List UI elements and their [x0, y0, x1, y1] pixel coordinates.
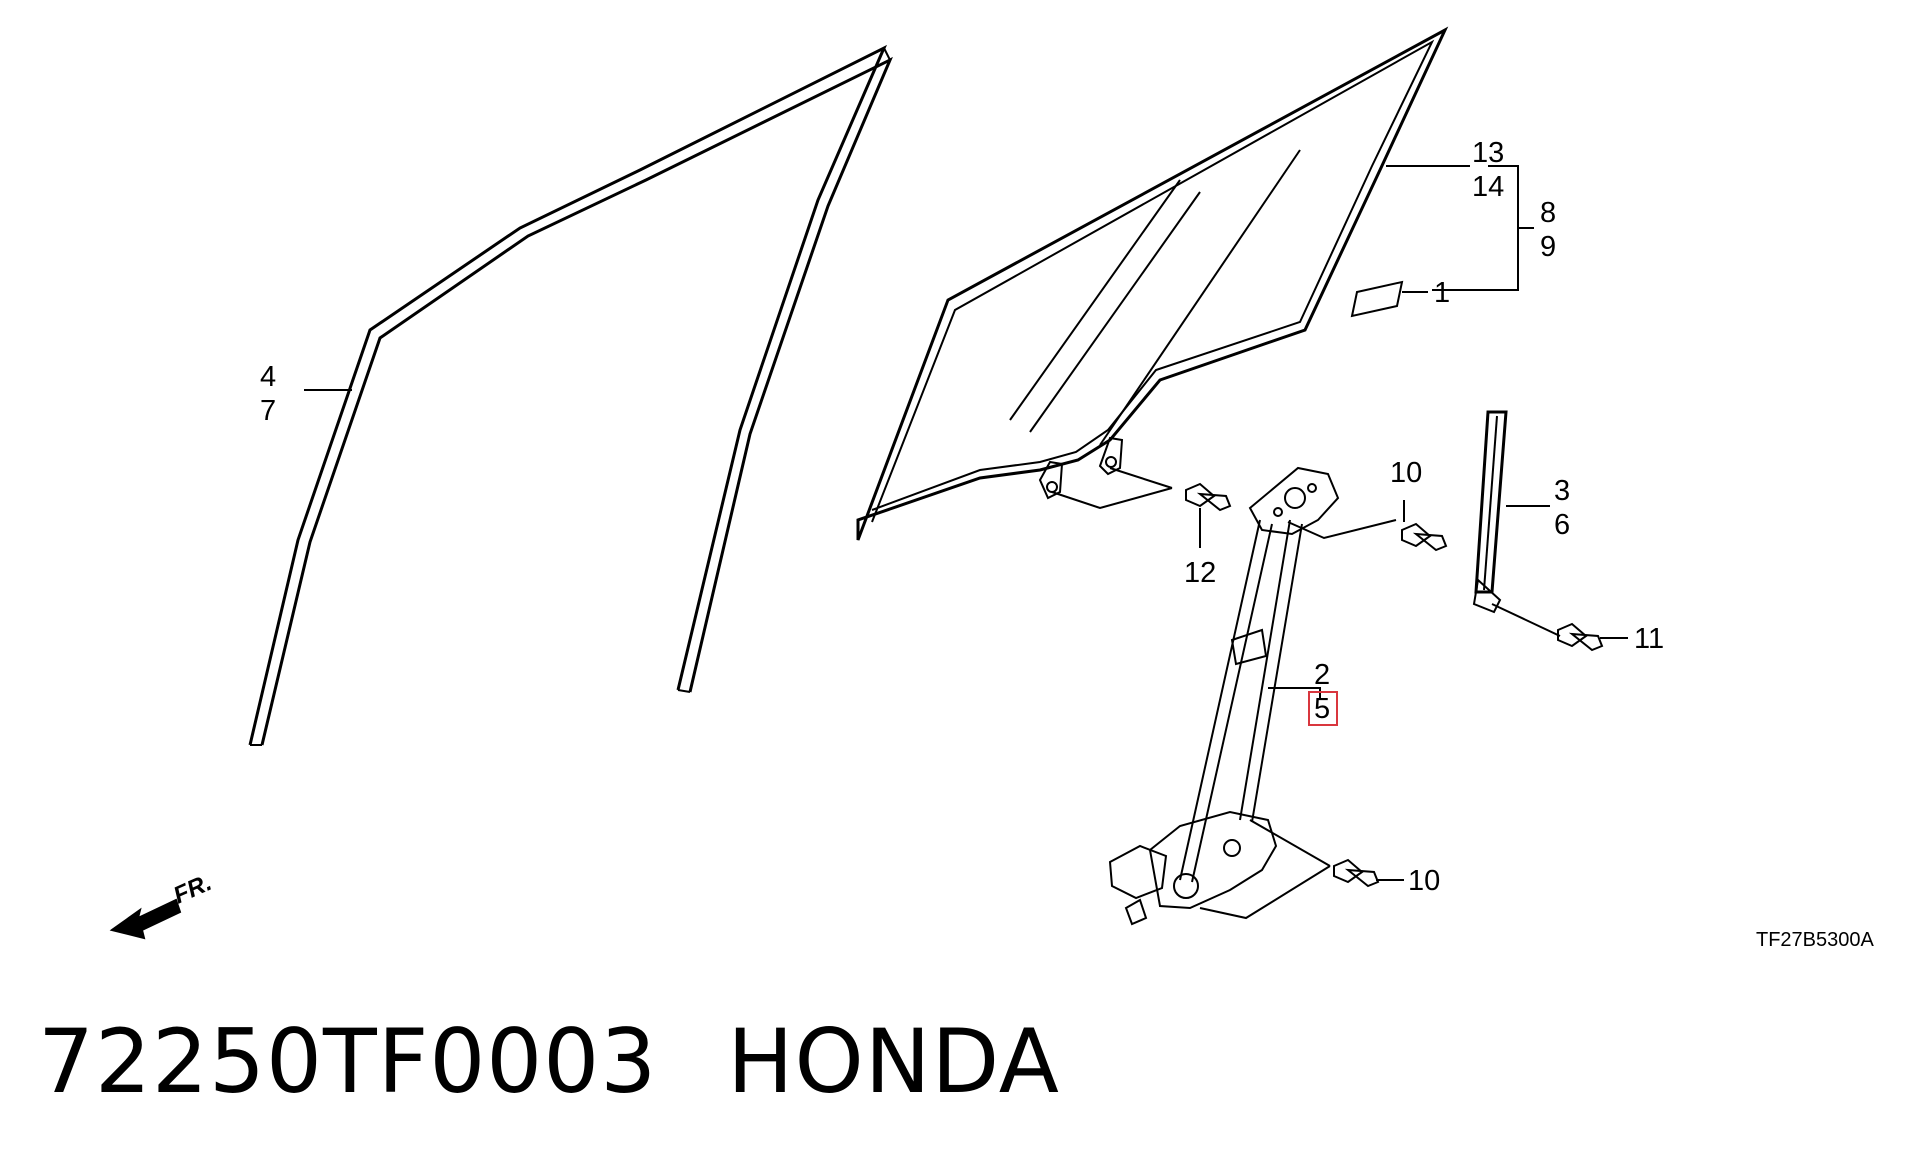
callout-7: 7 [260, 395, 276, 427]
door-sash-seal [248, 44, 893, 746]
callout-6: 6 [1554, 509, 1570, 541]
callout-2: 2 [1314, 659, 1330, 691]
callout-10-lower: 10 [1408, 865, 1440, 897]
callout-4: 4 [260, 361, 276, 393]
bolt-10-upper [1401, 522, 1448, 552]
callout-labels: 13 14 8 9 1 4 7 10 12 3 6 11 2 5 10 [260, 137, 1664, 897]
callout-8: 8 [1540, 197, 1556, 229]
glass-label-sticker [1350, 280, 1404, 318]
bolt-10-lower [1333, 858, 1380, 888]
bolt-11 [1557, 622, 1604, 652]
front-direction-arrow: FR. [109, 869, 216, 940]
arrow-icon [109, 898, 182, 940]
callout-1: 1 [1434, 277, 1450, 309]
part-number: 72250TF0003 [38, 1010, 658, 1113]
callout-5: 5 [1314, 693, 1330, 725]
leader-lines [304, 165, 1628, 920]
callout-13: 13 [1472, 137, 1504, 169]
callout-10-upper: 10 [1390, 457, 1422, 489]
exploded-parts-diagram: 13 14 8 9 1 4 7 10 12 3 6 11 2 5 10 FR. … [109, 26, 1875, 951]
callout-9: 9 [1540, 231, 1556, 263]
callout-3: 3 [1554, 475, 1570, 507]
callout-5-highlight-box [1308, 691, 1338, 726]
bolt-12 [1185, 482, 1232, 512]
callout-11: 11 [1634, 623, 1664, 655]
drawing-code: TF27B5300A [1756, 929, 1875, 951]
callout-14: 14 [1472, 171, 1504, 203]
door-glass [856, 26, 1449, 541]
callout-12: 12 [1184, 557, 1216, 589]
brand-name: HONDA [727, 1010, 1060, 1113]
rear-glass-run-channel [1472, 410, 1508, 614]
window-regulator [1108, 466, 1340, 926]
